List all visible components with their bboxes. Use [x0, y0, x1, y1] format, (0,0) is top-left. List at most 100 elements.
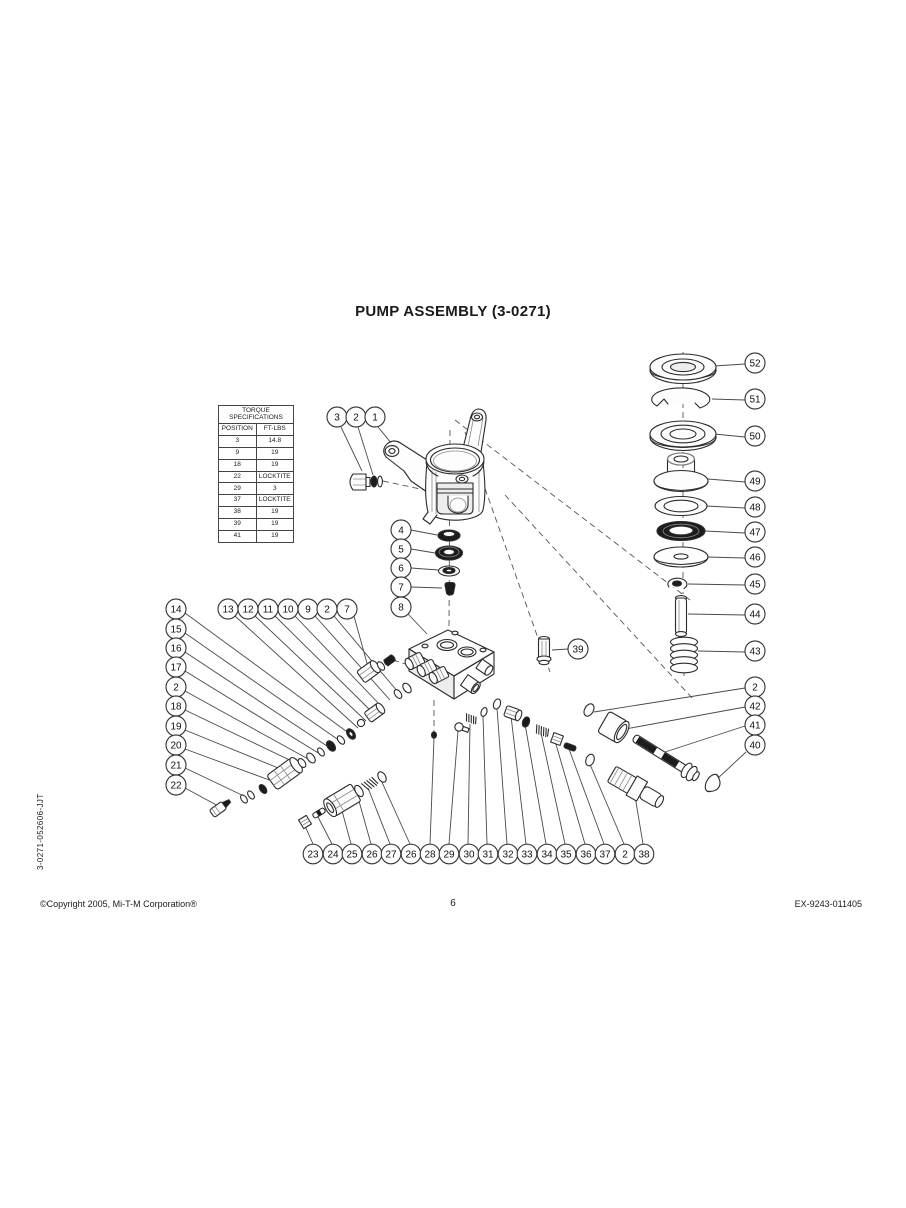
balloon-21: 21 — [165, 754, 187, 776]
balloon-51: 51 — [744, 388, 766, 410]
svg-text:24: 24 — [327, 850, 339, 861]
balloon-9: 9 — [297, 598, 319, 620]
balloon-26-2: 26 — [400, 843, 422, 865]
balloon-32: 32 — [497, 843, 519, 865]
manifold-drawing — [404, 629, 495, 700]
balloon-2-5: 2 — [744, 676, 766, 698]
svg-text:18: 18 — [170, 702, 182, 713]
balloon-2-2: 2 — [316, 598, 338, 620]
svg-text:31: 31 — [482, 850, 494, 861]
balloon-42: 42 — [744, 695, 766, 717]
svg-text:25: 25 — [346, 850, 358, 861]
balloon-47: 47 — [744, 521, 766, 543]
balloon-24: 24 — [322, 843, 344, 865]
svg-text:32: 32 — [502, 850, 514, 861]
balloon-44: 44 — [744, 603, 766, 625]
svg-text:44: 44 — [749, 610, 761, 621]
svg-text:28: 28 — [424, 850, 436, 861]
page-title: PUMP ASSEMBLY (3-0271) — [355, 303, 551, 320]
svg-text:9: 9 — [305, 605, 311, 616]
svg-text:5: 5 — [398, 545, 404, 556]
svg-text:19: 19 — [170, 722, 182, 733]
svg-text:50: 50 — [749, 432, 761, 443]
svg-text:12: 12 — [242, 605, 254, 616]
balloon-14: 14 — [165, 598, 187, 620]
balloon-31: 31 — [477, 843, 499, 865]
leader-lines — [184, 363, 747, 845]
svg-text:14: 14 — [170, 605, 182, 616]
svg-text:51: 51 — [749, 395, 761, 406]
balloon-29: 29 — [438, 843, 460, 865]
svg-text:2: 2 — [173, 683, 179, 694]
svg-text:26: 26 — [366, 850, 378, 861]
svg-text:36: 36 — [580, 850, 592, 861]
inlet-string-parts — [209, 654, 412, 818]
fastener-39-part — [536, 635, 552, 666]
torque-col-ftlbs: FT-LBS — [263, 425, 286, 433]
svg-text:17: 17 — [170, 663, 182, 674]
balloon-2-3: 2 — [165, 676, 187, 698]
balloon-8: 8 — [390, 596, 412, 618]
svg-text:3: 3 — [334, 413, 340, 424]
torque-table-title: TORQUE SPECIFICATIONS — [219, 406, 293, 424]
balloon-28: 28 — [419, 843, 441, 865]
balloon-12: 12 — [237, 598, 259, 620]
balloon-22: 22 — [165, 774, 187, 796]
balloon-2-4: 2 — [614, 843, 636, 865]
balloon-19: 19 — [165, 715, 187, 737]
svg-text:2: 2 — [752, 683, 758, 694]
svg-text:7: 7 — [344, 605, 350, 616]
svg-text:10: 10 — [282, 605, 294, 616]
balloon-41: 41 — [744, 714, 766, 736]
svg-text:13: 13 — [222, 605, 234, 616]
svg-text:23: 23 — [307, 850, 319, 861]
svg-text:47: 47 — [749, 528, 761, 539]
balloon-13: 13 — [217, 598, 239, 620]
svg-text:37: 37 — [599, 850, 611, 861]
footer-doc-code: EX-9243-011405 — [794, 899, 862, 909]
balloon-39: 39 — [567, 638, 589, 660]
svg-text:2: 2 — [324, 605, 330, 616]
svg-text:45: 45 — [749, 580, 761, 591]
balloon-4: 4 — [390, 519, 412, 541]
balloon-46: 46 — [744, 546, 766, 568]
balloon-50: 50 — [744, 425, 766, 447]
svg-text:2: 2 — [622, 850, 628, 861]
balloon-27: 27 — [380, 843, 402, 865]
check-valve-parts — [298, 771, 387, 830]
svg-text:48: 48 — [749, 503, 761, 514]
svg-text:30: 30 — [463, 850, 475, 861]
torque-col-position: POSITION — [219, 424, 257, 435]
svg-text:1: 1 — [372, 413, 378, 424]
svg-text:33: 33 — [521, 850, 533, 861]
balloon-16: 16 — [165, 637, 187, 659]
balloon-25: 25 — [341, 843, 363, 865]
svg-text:7: 7 — [398, 583, 404, 594]
balloon-23: 23 — [302, 843, 324, 865]
svg-text:43: 43 — [749, 647, 761, 658]
svg-text:41: 41 — [749, 721, 761, 732]
balloon-20: 20 — [165, 734, 187, 756]
valve-stack-parts — [434, 529, 464, 596]
balloon-33: 33 — [516, 843, 538, 865]
balloon-36: 36 — [575, 843, 597, 865]
balloon-38: 38 — [633, 843, 655, 865]
crankcase-drawing — [383, 408, 487, 525]
svg-text:20: 20 — [170, 741, 182, 752]
svg-text:8: 8 — [398, 603, 404, 614]
svg-text:35: 35 — [560, 850, 572, 861]
svg-text:16: 16 — [170, 644, 182, 655]
piston-rod-parts — [583, 703, 721, 793]
svg-text:22: 22 — [170, 781, 182, 792]
balloon-17: 17 — [165, 656, 187, 678]
balloon-43: 43 — [744, 640, 766, 662]
torque-table-header: POSITION FT-LBS — [219, 424, 293, 436]
balloon-15: 15 — [165, 618, 187, 640]
